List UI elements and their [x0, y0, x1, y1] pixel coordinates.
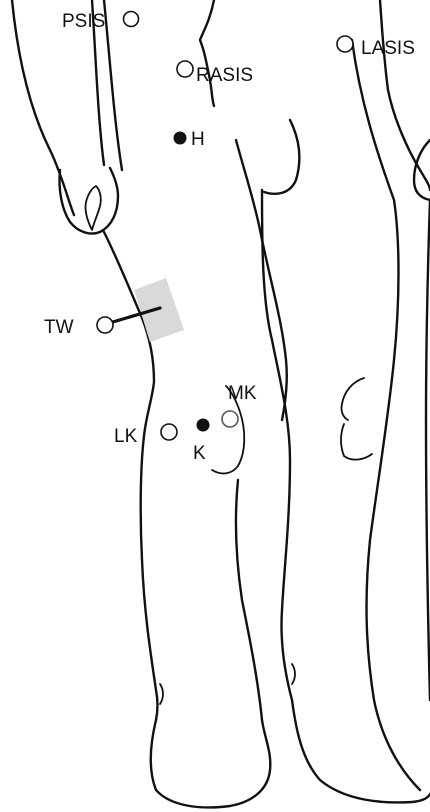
right-knee-crease-2: [341, 424, 372, 460]
label-k: K: [193, 443, 206, 464]
far-right-leg-back: [426, 200, 430, 700]
body-outline: [12, 0, 430, 807]
left-thigh-outer: [104, 232, 154, 436]
marker-psis: [124, 12, 139, 27]
right-knee-crease: [341, 378, 364, 420]
label-lasis: LASIS: [361, 38, 415, 59]
marker-k: [197, 419, 209, 431]
left-ankle-mark: [160, 684, 163, 704]
left-shank-outer: [141, 436, 158, 720]
right-leg-front-lower: [262, 190, 292, 700]
label-psis: PSIS: [62, 11, 105, 32]
label-h: H: [191, 129, 205, 150]
left-foot: [151, 720, 271, 807]
left-shank-inner: [236, 480, 262, 720]
right-foot: [292, 700, 430, 802]
far-right-leg-edge: [380, 0, 430, 190]
thumb-outline: [85, 186, 100, 230]
marker-lasis: [337, 36, 353, 52]
label-mk: MK: [228, 383, 257, 404]
label-lk: LK: [114, 426, 138, 447]
marker-tw: [97, 317, 113, 333]
marker-rasis: [177, 61, 193, 77]
marker-mk: [222, 411, 238, 427]
left-arm-outer-edge: [12, 0, 74, 215]
right-ankle-mark: [292, 664, 295, 684]
arm-inner-edge-2: [104, 0, 122, 170]
thigh-wand-plate: [134, 278, 184, 342]
far-right-buttock: [414, 140, 430, 200]
front-trunk-line: [200, 0, 214, 106]
thigh-wand: [106, 278, 184, 342]
label-tw: TW: [44, 317, 74, 338]
label-rasis: RASIS: [196, 65, 253, 86]
buttock-curve: [264, 120, 299, 194]
marker-lk: [161, 424, 177, 440]
marker-h: [174, 132, 186, 144]
